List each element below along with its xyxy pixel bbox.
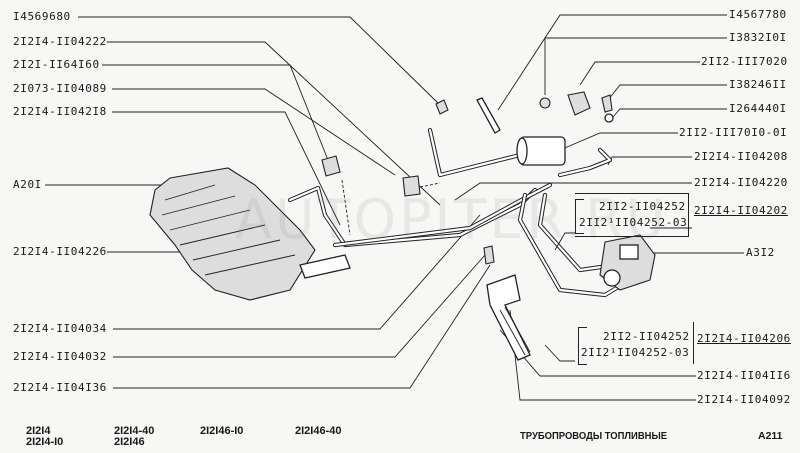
part-label-21214-1104208[interactable]: 2I2I4-II04208 xyxy=(694,150,788,163)
part-label-21214-1104226[interactable]: 2I2I4-II04226 xyxy=(13,245,107,258)
fuel-pipes xyxy=(287,127,633,298)
part-label-21214-1104206[interactable]: 2I2I4-II04206 xyxy=(697,332,791,345)
part-label-13832101[interactable]: I3832I0I xyxy=(729,31,787,44)
model-2i2i4-10: 2I2I4-I0 xyxy=(26,436,64,448)
bracket-group-2-inner xyxy=(578,327,587,365)
leader-lines-left xyxy=(45,16,491,389)
page-code: A211 xyxy=(758,430,783,442)
part-label-21214-1104034[interactable]: 2I2I4-II04034 xyxy=(13,322,107,335)
part-label-21214-1104136[interactable]: 2I2I4-II04I36 xyxy=(13,381,107,394)
fuel-tank xyxy=(149,167,351,301)
part-label-2121-1164160[interactable]: 2I2I-II64I60 xyxy=(13,58,100,71)
model-2i2i46: 2I2I46 xyxy=(114,436,145,448)
part-label-12644401[interactable]: I264440I xyxy=(729,102,787,115)
bracket-1-line-1[interactable]: 2II2-II04252 xyxy=(599,200,686,213)
part-label-a312[interactable]: A3I2 xyxy=(746,246,775,259)
fuel-filter xyxy=(516,136,566,166)
part-label-21214-1104116[interactable]: 2I2I4-II04II6 xyxy=(697,369,791,382)
part-label-2112-1117020[interactable]: 2II2-III7020 xyxy=(701,55,788,68)
clamps-and-fittings xyxy=(321,91,614,265)
bracket-group-2 xyxy=(578,322,694,364)
part-label-21214-1104032[interactable]: 2I2I4-II04032 xyxy=(13,350,107,363)
bracket-1-line-2[interactable]: 2II2¹II04252-03 xyxy=(579,216,688,229)
part-label-14569680[interactable]: I4569680 xyxy=(13,10,71,23)
bracket-2-line-1[interactable]: 2II2-II04252 xyxy=(603,330,690,343)
carburettor xyxy=(599,234,656,291)
bracket-2-line-2[interactable]: 2II2¹II04252-03 xyxy=(581,346,690,359)
model-2i2i46-40: 2I2I46-40 xyxy=(295,425,342,437)
bracket-group-1-inner xyxy=(575,199,584,234)
part-label-21073-1104089[interactable]: 2I073-II04089 xyxy=(13,82,107,95)
part-label-2112-1117010-01[interactable]: 2II2-III70I0-0I xyxy=(679,126,788,139)
diagram-title: ТРУБОПРОВОДЫ ТОПЛИВНЫЕ xyxy=(520,430,668,442)
model-2i2i4: 2I2I4 xyxy=(26,425,51,437)
part-label-14567780[interactable]: I4567780 xyxy=(729,8,787,21)
part-label-21214-1104222[interactable]: 2I2I4-II04222 xyxy=(13,35,107,48)
part-label-21214-1104218[interactable]: 2I2I4-II042I8 xyxy=(13,105,107,118)
part-label-21214-1104220[interactable]: 2I2I4-II04220 xyxy=(694,176,788,189)
part-label-21214-1104202[interactable]: 2I2I4-II04202 xyxy=(694,204,788,217)
model-2i2i4-40: 2I2I4-40 xyxy=(114,425,155,437)
part-label-13824611[interactable]: I38246II xyxy=(729,78,787,91)
bracket-group-1 xyxy=(575,193,689,237)
mounting-bracket xyxy=(486,274,531,361)
watermark: AUTOPITER.RU xyxy=(235,188,669,251)
part-label-a201[interactable]: A20I xyxy=(13,178,42,191)
part-label-21214-1104092[interactable]: 2I2I4-II04092 xyxy=(697,393,791,406)
bracket-group-lines xyxy=(544,232,575,362)
model-2i2i46-10: 2I2I46-I0 xyxy=(200,425,244,437)
